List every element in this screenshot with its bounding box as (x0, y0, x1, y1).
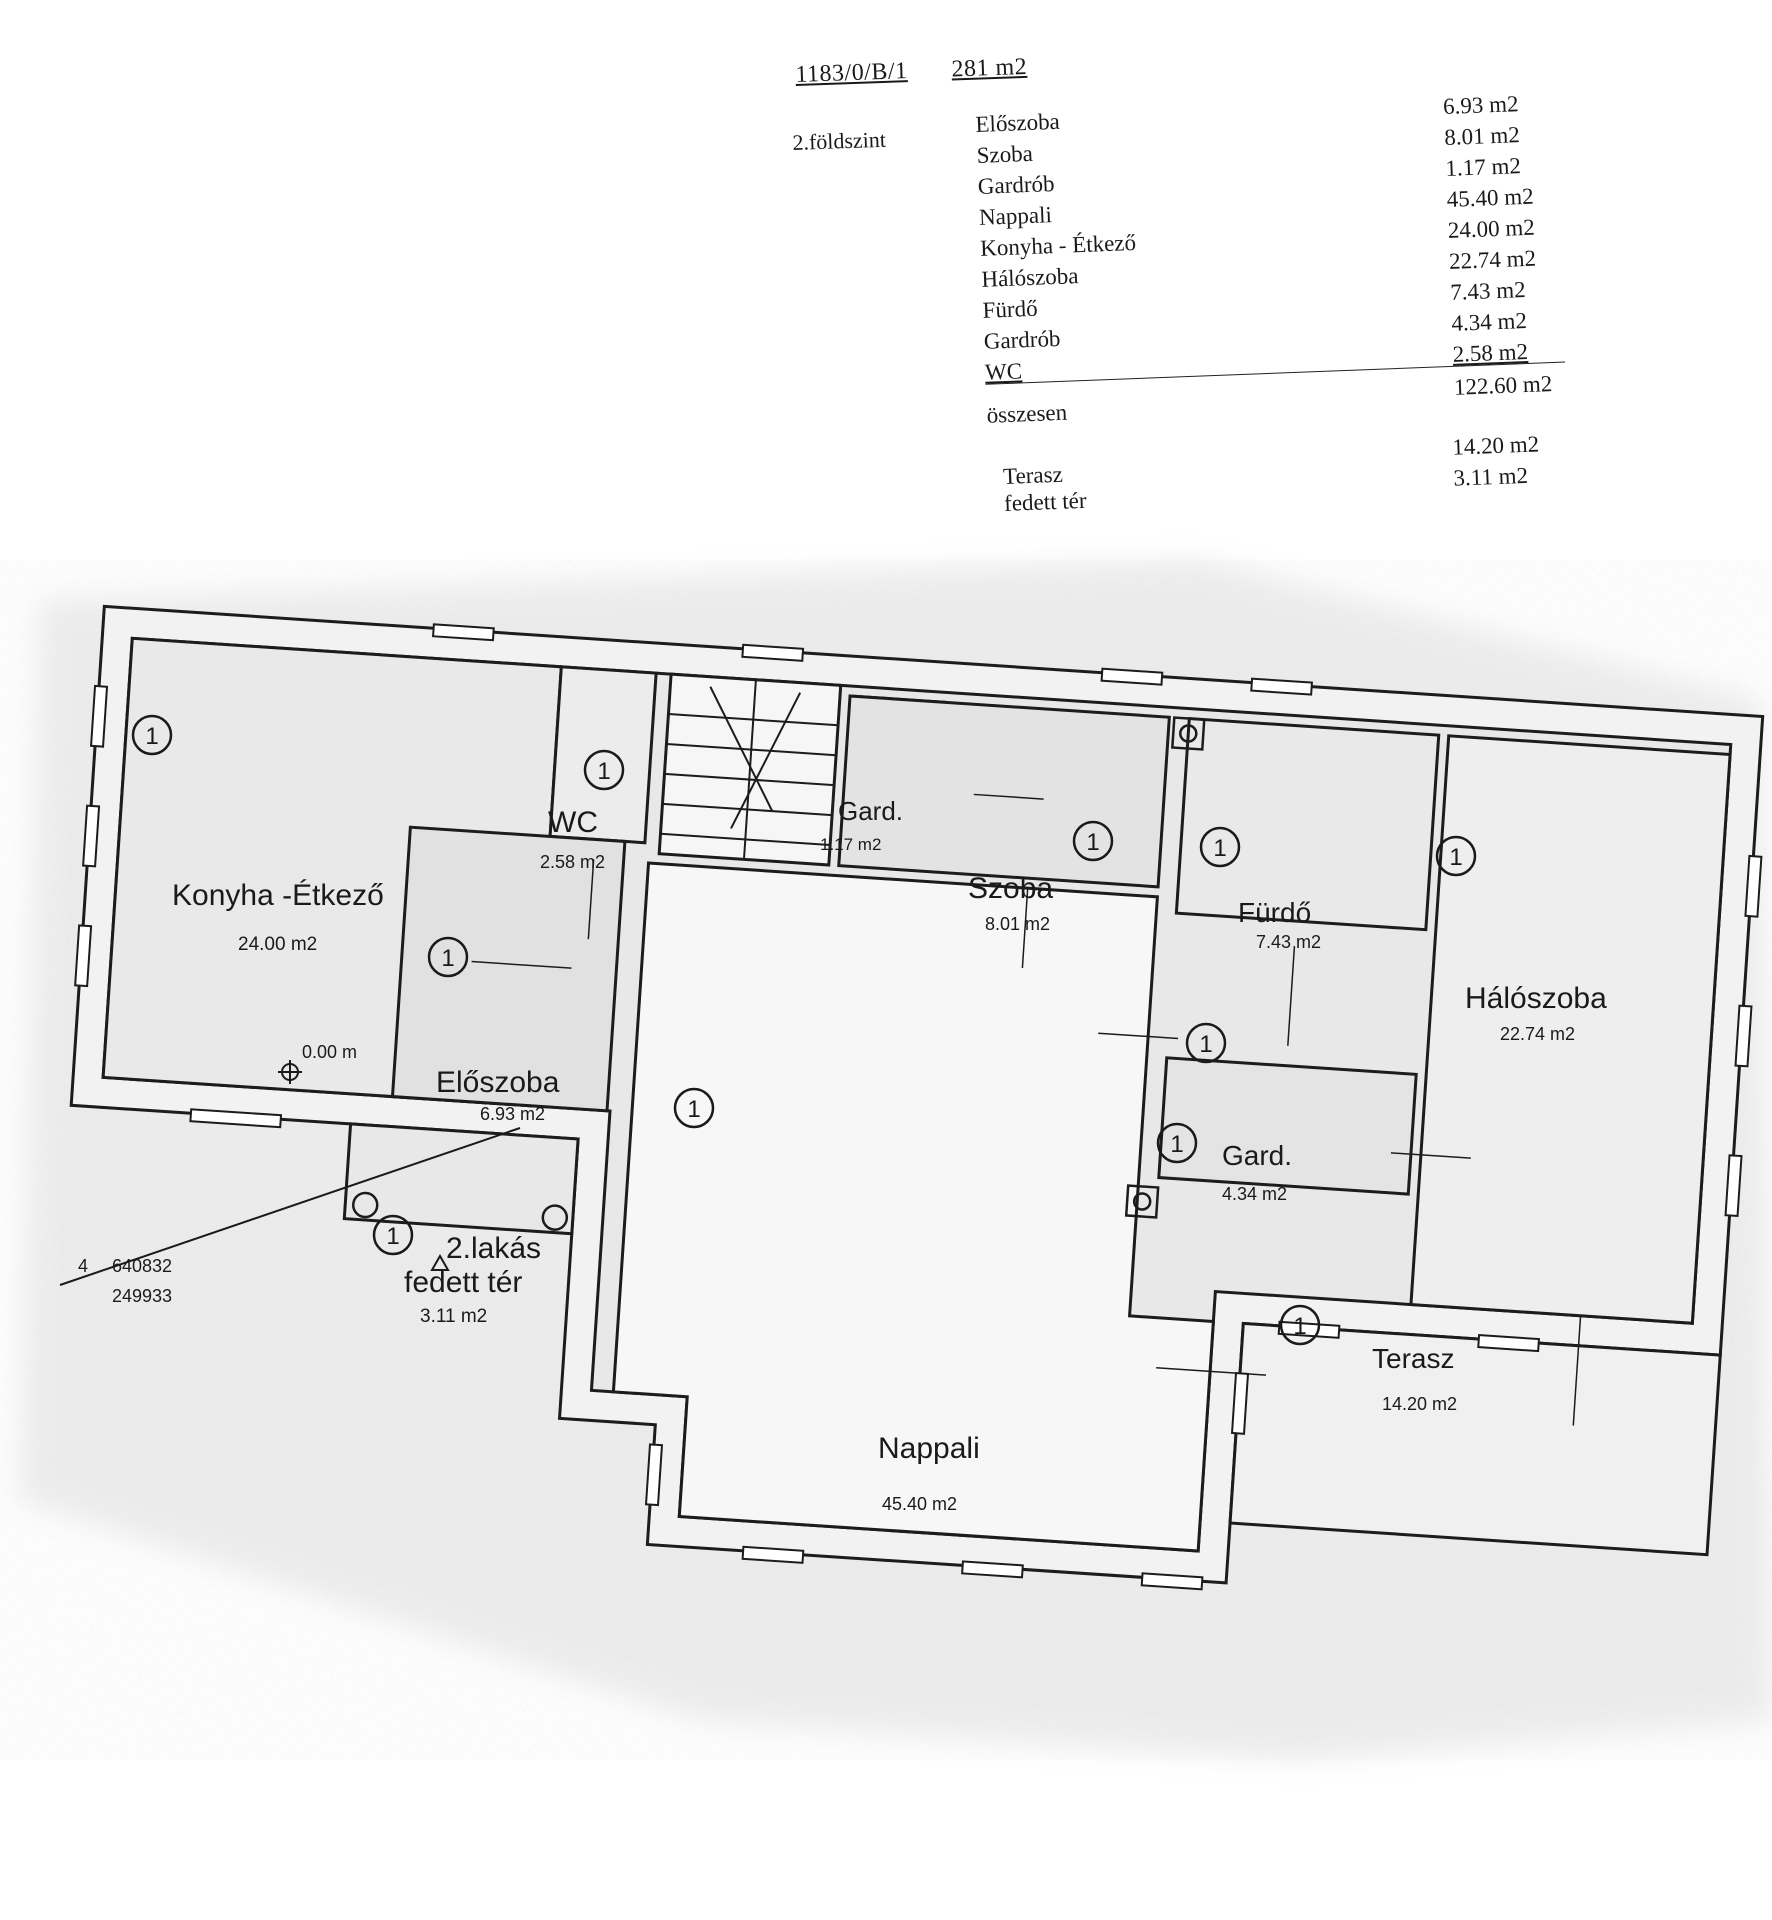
label-gard2-area: 4.34 m2 (1222, 1184, 1287, 1204)
coord-leader (59, 1127, 521, 1286)
room-gard2 (1157, 1056, 1418, 1196)
room-marker: 1 (583, 749, 625, 791)
label-fedett-area: 3.11 m2 (420, 1306, 487, 1327)
label-fedett-lakas: 2.lakás (446, 1232, 541, 1265)
room-marker-text: 1 (441, 945, 454, 972)
label-szoba-area: 8.01 m2 (985, 914, 1050, 934)
label-szoba-name: Szoba (968, 872, 1053, 905)
room-marker-text: 1 (1213, 835, 1226, 862)
label-haloszoba-name: Hálószoba (1465, 982, 1607, 1015)
label-furdo-name: Fürdő (1238, 897, 1311, 928)
door-lines (471, 793, 1582, 1426)
room-marker-text: 1 (1170, 1131, 1183, 1158)
room-szoba (837, 694, 1171, 889)
room-marker: 1 (1156, 1122, 1198, 1164)
room-marker-text: 1 (145, 723, 158, 750)
room-marker-text: 1 (597, 758, 610, 785)
label-terasz-area: 14.20 m2 (1382, 1394, 1457, 1414)
room-marker: 1 (1185, 1022, 1227, 1064)
room-marker-text: 1 (1293, 1313, 1306, 1340)
label-konyha-name: Konyha -Étkező (172, 879, 384, 912)
level-cross-icon (278, 1060, 302, 1084)
room-marker: 1 (372, 1214, 414, 1256)
coord-x: 640832 (112, 1256, 172, 1276)
label-haloszoba-area: 22.74 m2 (1500, 1024, 1575, 1044)
level-mark: 0.00 m (302, 1042, 357, 1062)
room-marker-text: 1 (386, 1223, 399, 1250)
room-marker: 1 (427, 936, 469, 978)
room-marker: 1 (673, 1087, 715, 1129)
label-gard2-name: Gard. (1222, 1140, 1292, 1171)
label-gard1-name: Gard. (838, 796, 903, 826)
label-wc-name: WC (548, 806, 598, 839)
label-furdo-area: 7.43 m2 (1256, 932, 1321, 952)
room-marker-text: 1 (1086, 829, 1099, 856)
room-marker: 1 (131, 714, 173, 756)
label-nappali-area: 45.40 m2 (882, 1494, 957, 1514)
label-terasz-name: Terasz (1372, 1343, 1454, 1374)
windows (74, 623, 1763, 1591)
room-marker: 1 (1279, 1304, 1321, 1346)
label-nappali-name: Nappali (878, 1432, 980, 1465)
room-terasz (1228, 1321, 1722, 1557)
room-haloszoba (1409, 734, 1732, 1325)
coord-y: 249933 (112, 1286, 172, 1306)
staircase (660, 679, 839, 860)
room-markers: 1 1 1 1 1 1 1 1 1 1 1 (131, 714, 1477, 1346)
label-fedett-name: fedett tér (404, 1266, 522, 1299)
label-eloszoba-name: Előszoba (436, 1066, 560, 1099)
room-eloszoba (390, 825, 627, 1113)
label-wc-area: 2.58 m2 (540, 852, 605, 872)
label-konyha-area: 24.00 m2 (238, 934, 317, 955)
room-furdo (1174, 716, 1441, 932)
room-marker: 1 (1435, 835, 1477, 877)
room-marker-text: 1 (687, 1096, 700, 1123)
label-eloszoba-area: 6.93 m2 (480, 1104, 545, 1124)
label-gard1-area: 1.17 m2 (820, 835, 881, 854)
room-marker-text: 1 (1199, 1031, 1212, 1058)
triangle-icon (430, 1253, 450, 1271)
room-marker-text: 1 (1449, 844, 1462, 871)
coord-prefix: 4 (78, 1256, 88, 1276)
room-marker: 1 (1072, 820, 1114, 862)
room-marker: 1 (1199, 826, 1241, 868)
room-fedett (342, 1122, 580, 1236)
vent-icons (351, 716, 1206, 1231)
